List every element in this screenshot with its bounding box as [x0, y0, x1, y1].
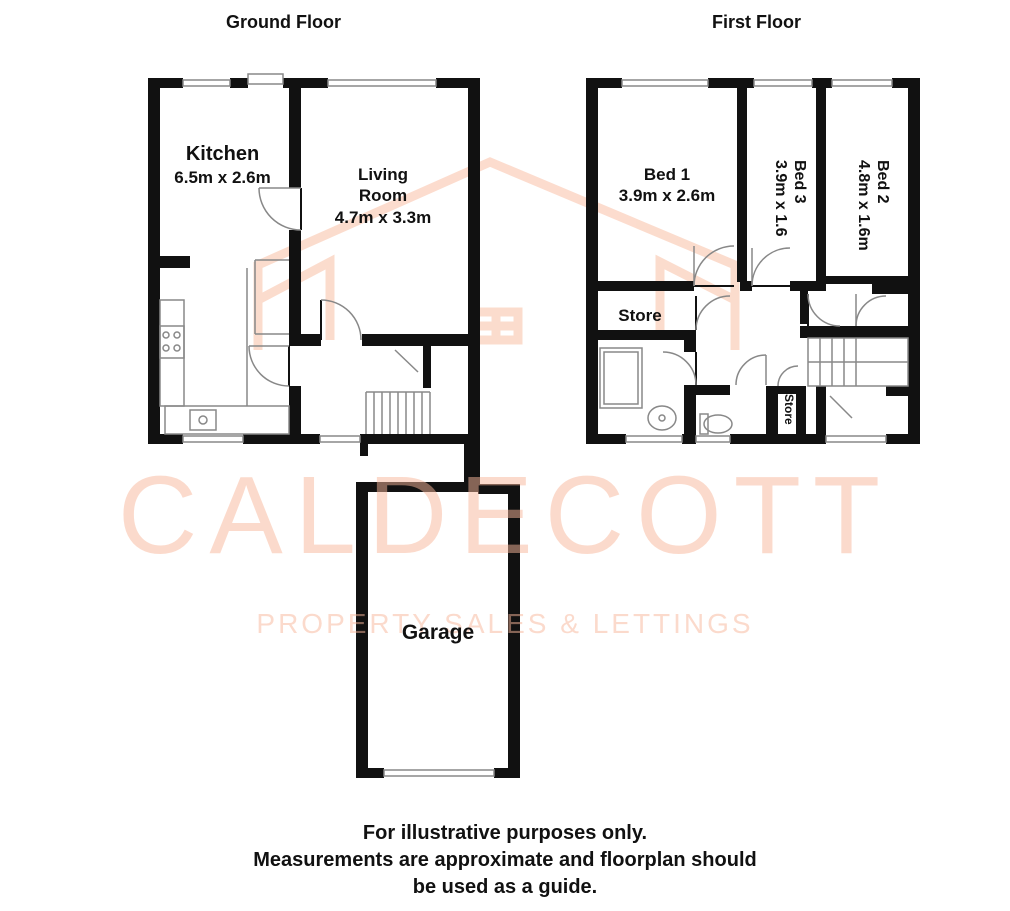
first-floor-title: First Floor	[712, 12, 801, 32]
room-bed3-name: Bed 3	[791, 160, 808, 204]
room-bed2: Bed 2 4.8m x 1.6m	[854, 160, 892, 251]
room-kitchen-size: 6.5m x 2.6m	[174, 168, 271, 187]
room-living-name-2: Room	[358, 186, 408, 206]
room-store-small: Store	[782, 394, 796, 425]
room-bed1: Bed 1 3.9m x 2.6m	[604, 164, 730, 207]
ground-floor-walls	[148, 78, 520, 778]
room-kitchen: Kitchen 6.5m x 2.6m	[160, 142, 285, 188]
disclaimer-line-1: For illustrative purposes only.	[362, 822, 648, 844]
first-floor-walls	[586, 78, 920, 444]
ground-floor-title: Ground Floor	[226, 12, 341, 32]
room-living: Living Room 4.7m x 3.3m	[318, 164, 448, 228]
room-garage: Garage	[401, 621, 475, 644]
ground-floor-fixtures	[159, 73, 495, 777]
room-living-size: 4.7m x 3.3m	[334, 207, 432, 227]
room-bed3-size: 3.9m x 1.6	[771, 160, 789, 237]
disclaimer: For illustrative purposes only. Measurem…	[140, 820, 870, 901]
room-store-first: Store	[618, 306, 662, 325]
room-bed2-size: 4.8m x 1.6m	[854, 160, 872, 251]
room-bed1-size: 3.9m x 2.6m	[618, 186, 716, 206]
watermark-house-icon	[253, 157, 740, 350]
room-bed2-name: Bed 2	[874, 160, 891, 204]
room-kitchen-name: Kitchen	[185, 143, 260, 165]
first-floor-fixtures	[599, 79, 909, 443]
room-living-name-1: Living	[357, 165, 409, 184]
room-bed1-name: Bed 1	[643, 165, 691, 184]
disclaimer-line-2: Measurements are approximate and floorpl…	[253, 849, 757, 871]
room-bed3: Bed 3 3.9m x 1.6	[771, 160, 809, 237]
disclaimer-line-3: be used as a guide.	[412, 876, 598, 898]
